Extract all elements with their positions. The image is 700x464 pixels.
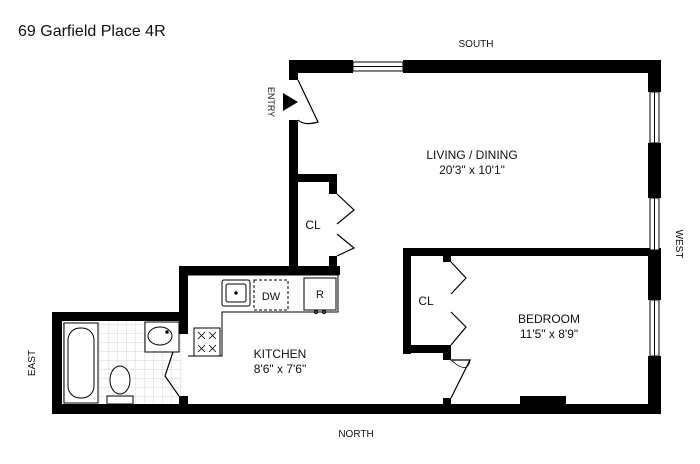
- bedroom-name: BEDROOM: [518, 312, 580, 326]
- listing-title: 69 Garfield Place 4R: [18, 23, 166, 40]
- compass-south: SOUTH: [459, 39, 494, 50]
- bedroom-dims: 11'5" x 8'9": [520, 327, 578, 341]
- refrigerator-icon: [303, 277, 337, 314]
- kitchen-name: KITCHEN: [254, 347, 307, 361]
- dishwasher-label: DW: [262, 291, 281, 303]
- entry-arrow-icon: [283, 93, 298, 111]
- bathroom-sink-icon: [144, 321, 180, 353]
- walls: [52, 60, 661, 414]
- compass-east: EAST: [27, 350, 38, 376]
- closet-label-hall: CL: [305, 218, 321, 232]
- compass-north: NORTH: [338, 429, 373, 440]
- kitchen-dims: 8'6" x 7'6": [254, 362, 306, 376]
- windows: [352, 61, 660, 357]
- closet-label-bedroom: CL: [418, 294, 434, 308]
- kitchen-counter: [188, 274, 339, 357]
- living-room-dims: 20'3" x 10'1": [439, 163, 505, 177]
- compass-west: WEST: [673, 230, 684, 259]
- living-room-name: LIVING / DINING: [426, 148, 517, 162]
- stove-icon: [193, 327, 221, 357]
- sink-icon: [221, 279, 251, 307]
- bathtub-icon: [63, 322, 99, 404]
- entry-label: ENTRY: [266, 87, 276, 117]
- refrigerator-label: R: [316, 289, 324, 301]
- toilet-icon: [106, 365, 134, 405]
- dishwasher-icon: [253, 279, 289, 311]
